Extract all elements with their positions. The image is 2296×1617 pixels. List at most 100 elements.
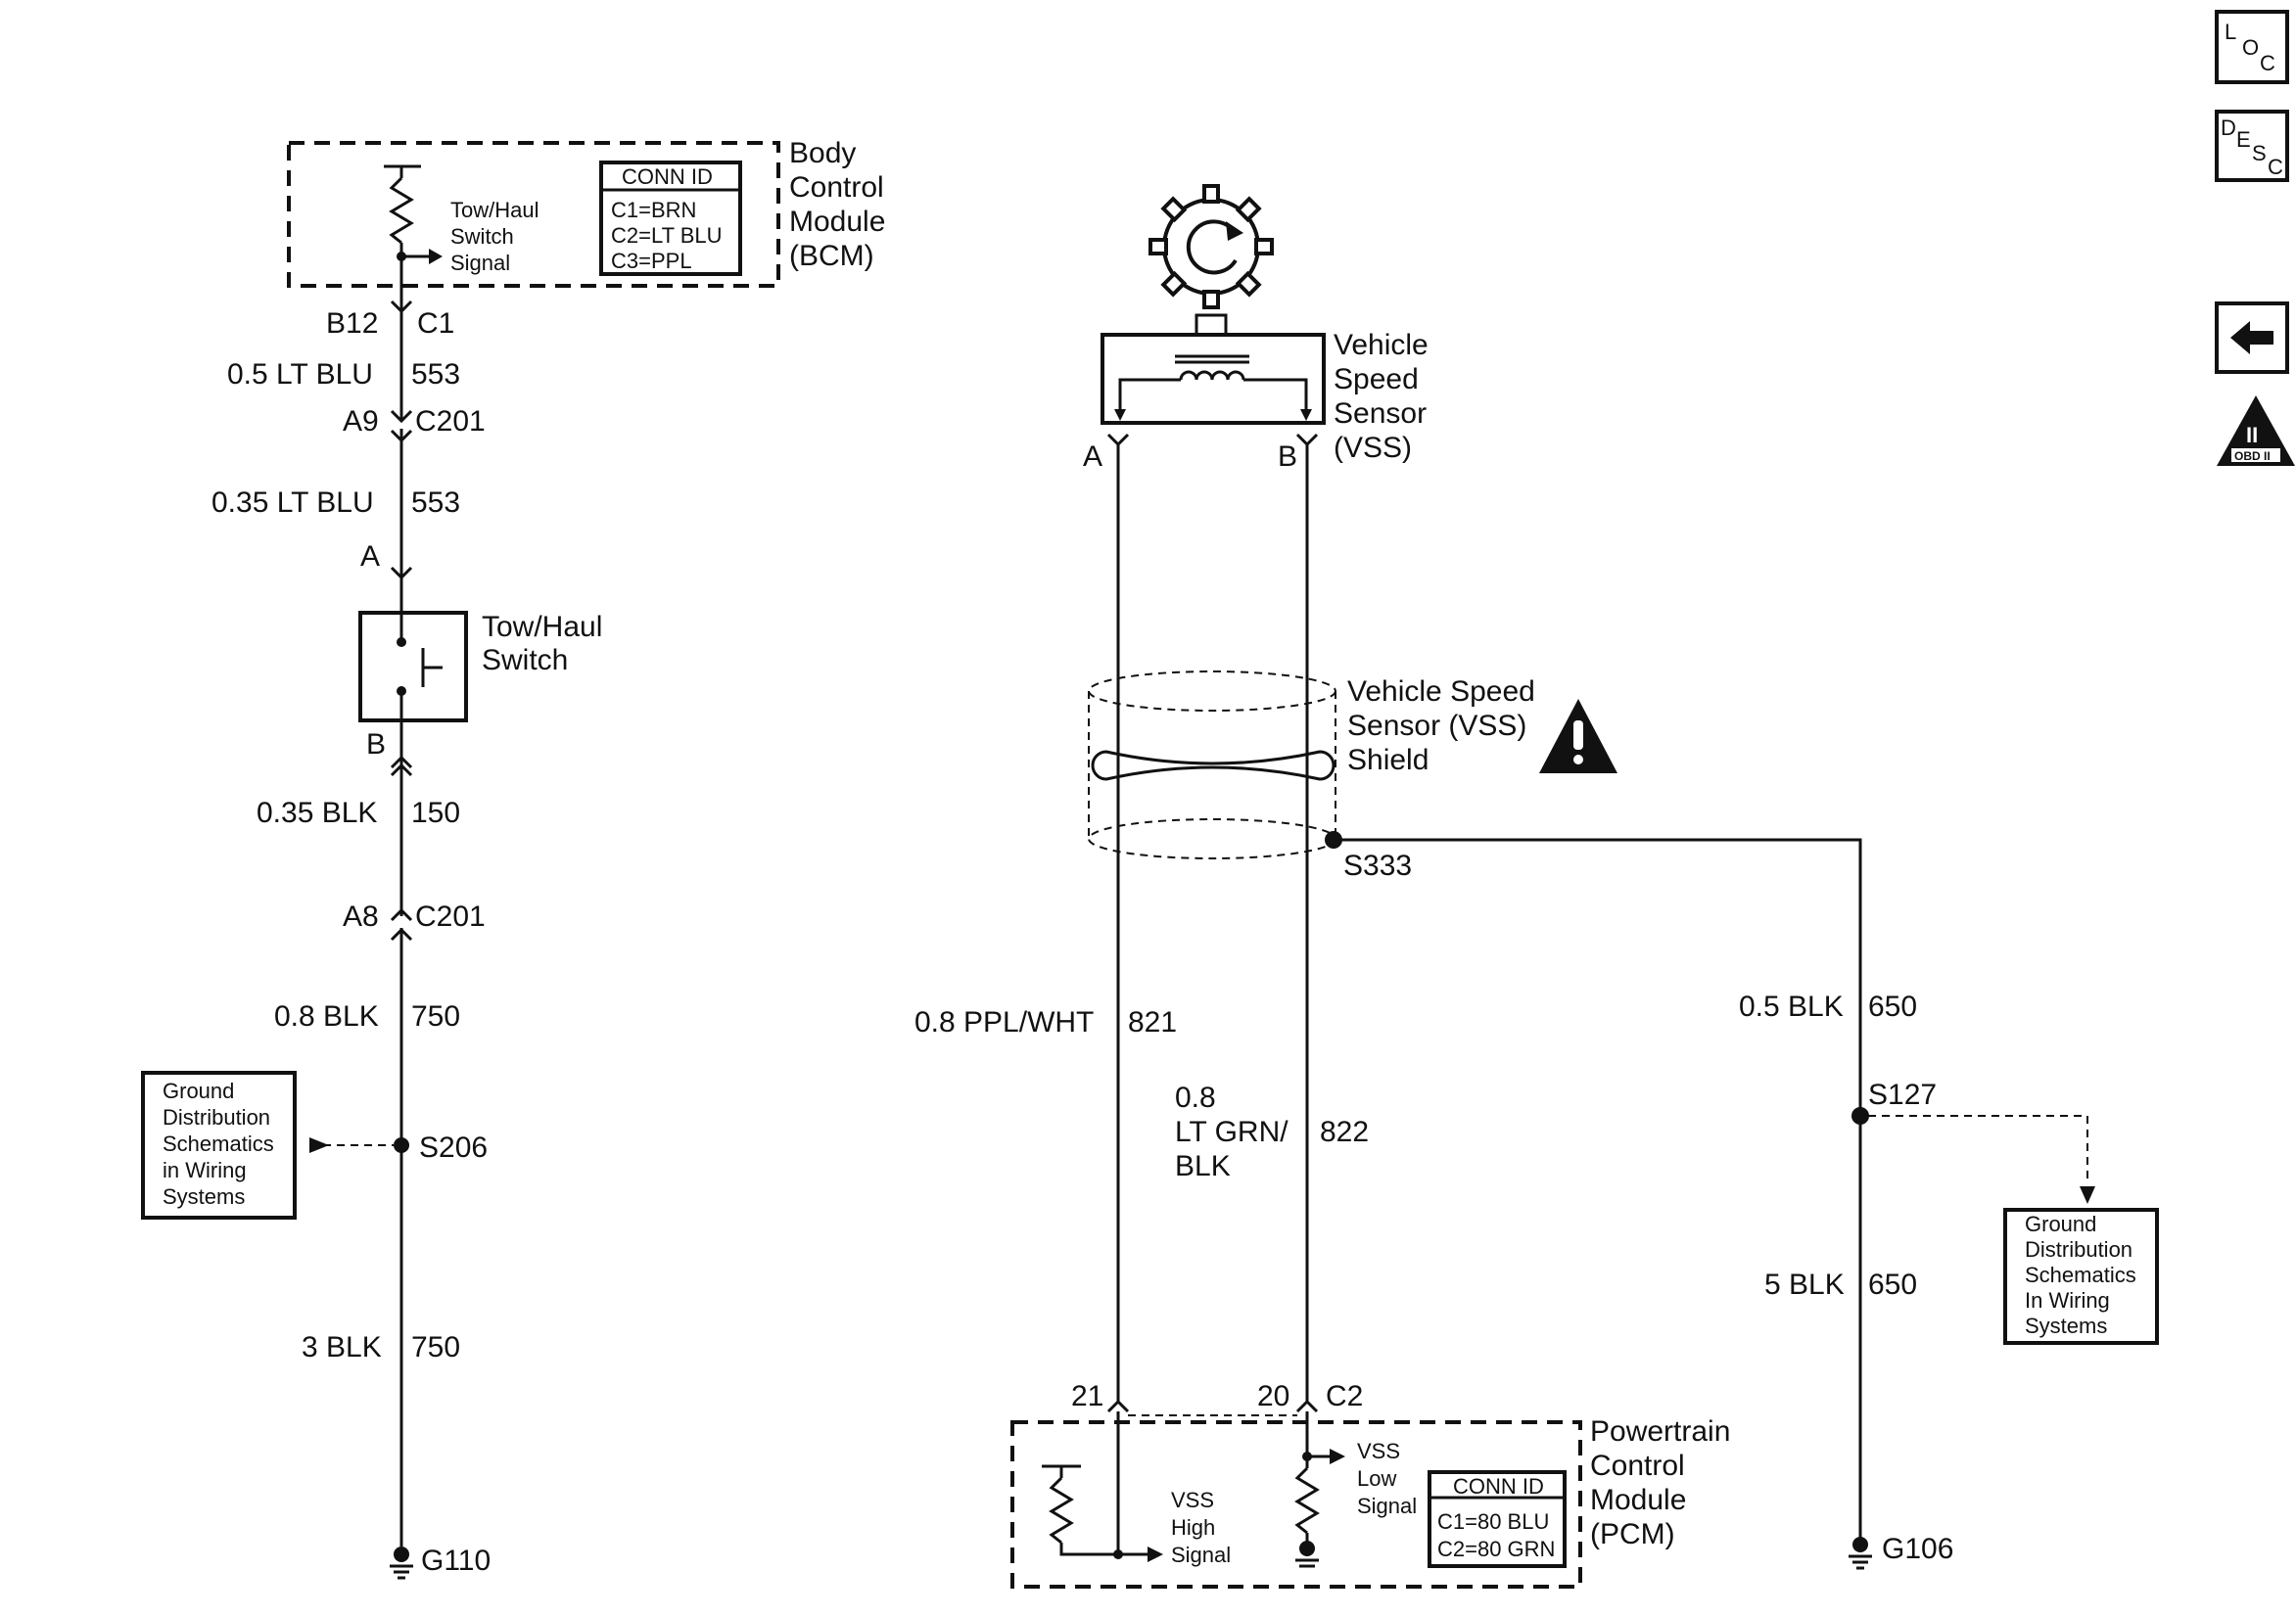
vss-name-line-2: Speed (1334, 363, 1419, 395)
wire-821-color: 0.8 PPL/WHT (914, 1006, 1094, 1039)
ground-ref-box-right[interactable] (2003, 1208, 2159, 1345)
pcm-high-line-2: High (1171, 1515, 1215, 1540)
vss-shield-line-2: Sensor (VSS) (1347, 710, 1526, 742)
ground-ref-right-line-3: Schematics (2025, 1263, 2136, 1287)
gear-tooth (1235, 270, 1262, 298)
desc-letter-s: S (2252, 141, 2267, 165)
vss-pin-a-connector (1106, 433, 1130, 447)
ground-ref-left-line-3: Schematics (163, 1132, 274, 1156)
ground-g110-label: G110 (421, 1545, 491, 1577)
wire-553-upper-color: 0.5 LT BLU (227, 358, 373, 391)
gear-tooth (1160, 196, 1188, 223)
pcm-module: 21 20 C2 VSS High Signal VSS Low Signal (1010, 1380, 1730, 1589)
vss-name-line-4: (VSS) (1334, 432, 1412, 464)
connector-a8-label: A8 (343, 901, 379, 933)
ground-ref-box-left[interactable] (141, 1071, 297, 1220)
bcm-name-line-2: Control (789, 171, 884, 204)
desc-letter-d: D (2221, 116, 2236, 140)
bcm-dashed-outline (287, 141, 780, 288)
back-arrow-button[interactable] (2215, 301, 2289, 374)
desc-letter-c: C (2268, 155, 2283, 179)
ground-ref-left-line-4: in Wiring (163, 1158, 247, 1182)
wire-650-upper-color: 0.5 BLK (1739, 991, 1844, 1023)
connector-c201-bottom-label: C201 (415, 901, 486, 933)
wire-553-lower-number: 553 (411, 486, 460, 519)
splice-s206 (394, 1137, 409, 1153)
pcm-conn-id-box (1428, 1470, 1567, 1568)
left-arrow-icon (2230, 321, 2273, 354)
connector-a9-label: A9 (343, 405, 379, 438)
bcm-name-line-3: Module (789, 206, 885, 238)
wire-150-color: 0.35 BLK (257, 797, 377, 829)
obd2-top-label: II (2246, 423, 2258, 447)
vss-name-line-1: Vehicle (1334, 329, 1429, 361)
switch-pin-b-label: B (366, 728, 386, 761)
pcm-name-line-3: Module (1590, 1484, 1686, 1516)
tow-haul-switch-box (358, 611, 468, 722)
wire-750-lower-color: 3 BLK (302, 1331, 382, 1363)
wire-553-upper-number: 553 (411, 358, 460, 391)
ground-g106-dot (1852, 1537, 1868, 1552)
connector-c1-label: C1 (417, 307, 454, 340)
tow-haul-switch-line-2: Switch (482, 644, 568, 676)
wire-821-number: 821 (1128, 1006, 1177, 1039)
wire-750-upper-color: 0.8 BLK (274, 1000, 379, 1033)
loc-button[interactable]: L O C (2215, 10, 2289, 84)
pcm-conn-c1: C1=80 BLU (1437, 1509, 1549, 1534)
connector-a8-female (390, 927, 413, 942)
desc-letter-e: E (2236, 127, 2251, 152)
wire-150-number: 150 (411, 797, 460, 829)
gear-tooth (1148, 238, 1168, 255)
bcm-signal-line-2: Switch (450, 224, 514, 249)
caution-icon (1539, 699, 1617, 773)
pcm-high-line-3: Signal (1171, 1543, 1231, 1567)
wire-650-upper (1334, 838, 1862, 1116)
ground-ref-left-line-2: Distribution (163, 1105, 270, 1130)
wire-750-upper-number: 750 (411, 1000, 460, 1033)
splice-s333-label: S333 (1343, 850, 1412, 882)
ground-ref-right-line-2: Distribution (2025, 1237, 2132, 1262)
bcm-name-line-4: (BCM) (789, 240, 874, 272)
pcm-high-line-1: VSS (1171, 1488, 1214, 1512)
switch-pin-b-connector-1 (390, 755, 413, 769)
wire-750-lower-number: 750 (411, 1331, 460, 1363)
ground-g110-icon (390, 1564, 413, 1580)
pcm-name-line-4: (PCM) (1590, 1518, 1675, 1550)
gear-tooth (1254, 238, 1274, 255)
switch-pin-a-connector (390, 566, 413, 580)
pcm-conn-c2-label: C2 (1326, 1380, 1363, 1412)
pcm-low-line-1: VSS (1357, 1439, 1400, 1463)
vss-coil (1179, 370, 1245, 381)
ground-g106-label: G106 (1882, 1533, 1953, 1565)
loc-letter-c: C (2260, 51, 2275, 75)
right-circuit: 0.5 BLK 650 S127 Ground Distribution Sch… (1334, 838, 2159, 1570)
vss-shield-line-3: Shield (1347, 744, 1429, 776)
bcm-signal-line-1: Tow/Haul (450, 198, 539, 222)
ground-ref-right-line-5: Systems (2025, 1314, 2107, 1338)
loc-letter-o: O (2242, 35, 2259, 60)
gear-tooth (1235, 196, 1262, 223)
pcm-conn-c2: C2=80 GRN (1437, 1537, 1555, 1561)
bcm-conn-id-box (599, 161, 742, 276)
ground-g110-dot (394, 1547, 409, 1562)
connector-c201-top-label: C201 (415, 405, 486, 438)
splice-s127-label: S127 (1868, 1079, 1937, 1111)
obd2-button[interactable]: II OBD II (2217, 395, 2295, 466)
left-circuit: B12 C1 0.5 LT BLU 553 A9 C201 0.35 LT BL… (141, 294, 602, 1580)
pcm-pin-20-connector (1295, 1399, 1319, 1413)
wire-650-upper-number: 650 (1868, 991, 1917, 1023)
bcm-conn-id-title: CONN ID (622, 164, 713, 189)
pcm-name-line-2: Control (1590, 1450, 1685, 1482)
switch-pin-a-label: A (360, 540, 380, 573)
pcm-low-resistor (1294, 1466, 1320, 1535)
desc-button[interactable]: D E S C (2215, 110, 2289, 182)
connector-b12-female (390, 300, 413, 314)
connector-a9-female (390, 429, 413, 443)
vss-name-line-3: Sensor (1334, 397, 1427, 430)
pcm-dashed-outline (1010, 1420, 1582, 1589)
bcm-signal-line-3: Signal (450, 251, 510, 275)
vss-shield-line-1: Vehicle Speed (1347, 675, 1535, 708)
vss-pin-a-label: A (1083, 440, 1102, 473)
connector-a9-male (390, 409, 413, 424)
wire-650-lower-number: 650 (1868, 1269, 1917, 1301)
